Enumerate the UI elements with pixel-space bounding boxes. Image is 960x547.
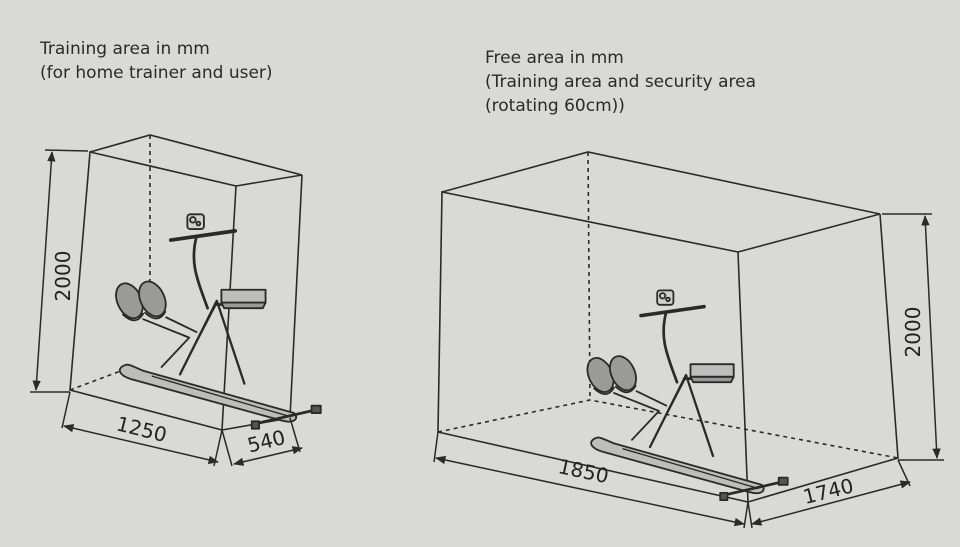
right-width-dimension bbox=[433, 431, 749, 529]
left-height-label: 2000 bbox=[51, 251, 75, 302]
right-box bbox=[437, 151, 899, 504]
right-width-label: 1850 bbox=[556, 454, 611, 488]
right-height-label: 2000 bbox=[901, 307, 925, 358]
right-subtitle-2: (rotating 60cm)) bbox=[485, 96, 625, 116]
left-width-label: 1250 bbox=[114, 411, 169, 447]
left-depth-dimension bbox=[221, 417, 304, 467]
right-caption: Free area in mm (Training area and secur… bbox=[485, 46, 756, 118]
right-title: Free area in mm bbox=[485, 48, 624, 68]
left-height-dimension bbox=[30, 149, 89, 393]
left-trainer-icon bbox=[108, 212, 323, 431]
left-subtitle: (for home trainer and user) bbox=[40, 63, 273, 83]
right-trainer-icon bbox=[580, 288, 790, 502]
right-subtitle-1: (Training area and security area bbox=[485, 72, 757, 92]
right-height-dimension bbox=[882, 213, 944, 461]
left-width-dimension bbox=[61, 391, 223, 467]
left-caption: Training area in mm (for home trainer an… bbox=[40, 37, 273, 85]
right-depth-dimension bbox=[747, 459, 912, 529]
left-title: Training area in mm bbox=[40, 39, 210, 59]
